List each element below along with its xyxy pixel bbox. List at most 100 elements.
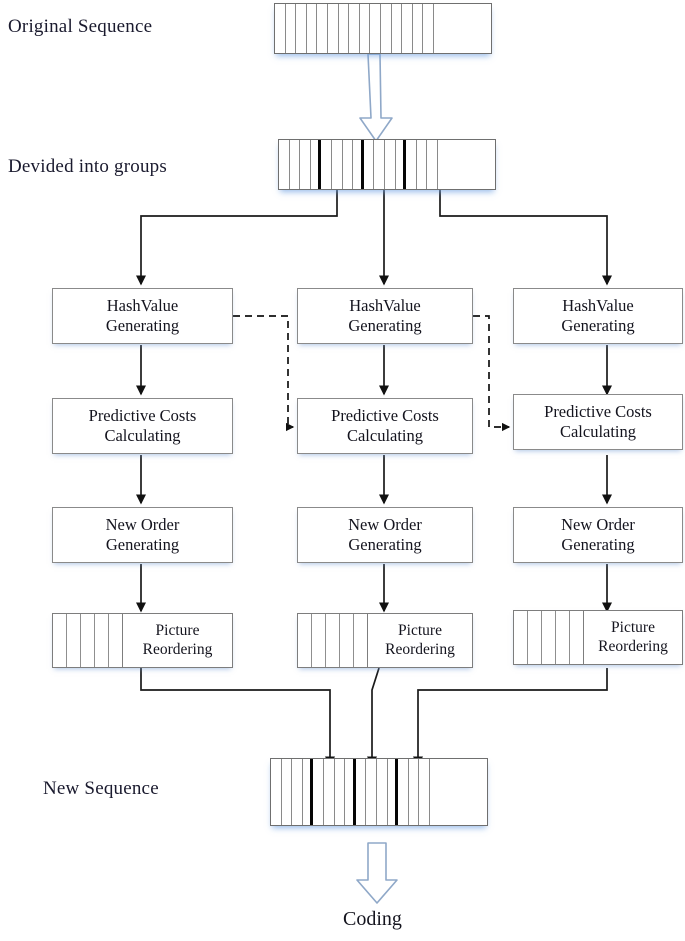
sequence-cell <box>406 140 417 189</box>
box-middle-hashvalue-line2: Generating <box>348 316 422 335</box>
box-middle-new-order-generating[interactable]: New Order Generating <box>297 507 473 563</box>
box-middle-picture-label: Picture Reordering <box>368 614 472 667</box>
label-devided-into-groups: Devided into groups <box>8 156 167 177</box>
sequence-cell <box>398 759 409 825</box>
sequence-cell <box>296 4 307 53</box>
fanout-groups-to-hashvalue <box>135 190 613 286</box>
box-left-picture-reordering[interactable]: Picture Reordering <box>52 613 233 668</box>
sequence-cell <box>413 4 424 53</box>
sequence-cell <box>345 759 356 825</box>
box-left-hashvalue-generating[interactable]: HashValue Generating <box>52 288 233 344</box>
sequence-cell <box>271 759 282 825</box>
box-left-predictive-line2: Calculating <box>104 426 181 445</box>
sequence-cell <box>423 4 434 53</box>
box-right-hashvalue-line1: HashValue <box>562 295 634 315</box>
box-right-hashvalue-generating[interactable]: HashValue Generating <box>513 288 683 344</box>
sequence-blank-tail <box>430 759 487 825</box>
sequence-cell <box>286 4 297 53</box>
original-sequence-bar <box>274 3 492 54</box>
box-right-predictive-costs-calculating[interactable]: Predictive Costs Calculating <box>513 394 683 450</box>
sequence-cell <box>311 140 322 189</box>
left-picture-strips <box>53 614 123 667</box>
box-right-new-order-generating[interactable]: New Order Generating <box>513 507 683 563</box>
sequence-cell <box>366 759 377 825</box>
sequence-cell <box>339 4 350 53</box>
new-sequence-bar <box>270 758 488 826</box>
box-middle-hashvalue-line1: HashValue <box>349 295 421 315</box>
block-arrow-newsequence-to-coding <box>356 842 398 904</box>
sequence-cell <box>303 759 314 825</box>
grouped-sequence-bar <box>278 139 496 190</box>
middle-picture-strips <box>298 614 368 667</box>
box-middle-picture-line1: Picture <box>398 621 442 639</box>
box-middle-neworder-line1: New Order <box>348 514 422 534</box>
fanin-picture-to-newsequence <box>140 667 608 767</box>
sequence-cell <box>409 759 420 825</box>
box-left-predictive-line1: Predictive Costs <box>88 405 197 425</box>
box-right-picture-reordering[interactable]: Picture Reordering <box>513 610 683 665</box>
dashed-link-middle-to-right <box>473 315 511 432</box>
sequence-cell <box>377 759 388 825</box>
label-new-sequence: New Sequence <box>43 778 159 799</box>
box-left-neworder-line1: New Order <box>105 514 180 534</box>
sequence-cell <box>417 140 428 189</box>
sequence-cell <box>282 759 293 825</box>
sequence-cell <box>360 4 371 53</box>
box-middle-neworder-line2: Generating <box>348 535 422 554</box>
sequence-cell <box>300 140 311 189</box>
box-left-predictive-costs-calculating[interactable]: Predictive Costs Calculating <box>52 398 233 454</box>
box-middle-picture-line2: Reordering <box>385 640 455 658</box>
sequence-cell <box>290 140 301 189</box>
sequence-cell <box>402 4 413 53</box>
box-right-picture-label: Picture Reordering <box>584 611 682 664</box>
sequence-cell <box>353 140 364 189</box>
sequence-cell <box>374 140 385 189</box>
box-left-picture-label: Picture Reordering <box>123 614 232 667</box>
sequence-cell <box>427 140 438 189</box>
sequence-cell <box>324 759 335 825</box>
sequence-cell <box>335 759 346 825</box>
label-original-sequence: Original Sequence <box>8 16 153 37</box>
box-middle-hashvalue-generating[interactable]: HashValue Generating <box>297 288 473 344</box>
box-right-predictive-line2: Calculating <box>559 422 637 441</box>
sequence-cell <box>292 759 303 825</box>
sequence-cell <box>356 759 367 825</box>
box-left-new-order-generating[interactable]: New Order Generating <box>52 507 233 563</box>
box-middle-predictive-line2: Calculating <box>346 426 424 445</box>
sequence-cell <box>392 4 403 53</box>
sequence-cell <box>364 140 375 189</box>
box-right-hashvalue-line2: Generating <box>561 316 635 335</box>
sequence-cell <box>381 4 392 53</box>
block-arrow-original-to-groups <box>359 53 393 142</box>
sequence-cell <box>275 4 286 53</box>
sequence-cell <box>343 140 354 189</box>
sequence-cell <box>317 4 328 53</box>
sequence-cell <box>349 4 360 53</box>
box-left-hashvalue-line1: HashValue <box>106 295 179 315</box>
sequence-cell <box>388 759 399 825</box>
box-middle-picture-reordering[interactable]: Picture Reordering <box>297 613 473 668</box>
box-middle-predictive-costs-calculating[interactable]: Predictive Costs Calculating <box>297 398 473 454</box>
sequence-cell <box>328 4 339 53</box>
box-left-hashvalue-line2: Generating <box>105 316 180 335</box>
sequence-cell <box>419 759 430 825</box>
box-right-neworder-line1: New Order <box>561 514 635 534</box>
label-coding: Coding <box>343 908 402 930</box>
sequence-cell <box>396 140 407 189</box>
sequence-blank-tail <box>434 4 491 53</box>
box-left-picture-line1: Picture <box>155 621 200 639</box>
sequence-blank-tail <box>438 140 495 189</box>
sequence-cell <box>332 140 343 189</box>
right-picture-strips <box>514 611 584 664</box>
box-left-picture-line2: Reordering <box>142 640 213 658</box>
box-right-picture-line2: Reordering <box>598 637 668 655</box>
sequence-cell <box>370 4 381 53</box>
box-left-neworder-line2: Generating <box>105 535 180 554</box>
box-middle-predictive-line1: Predictive Costs <box>331 405 439 425</box>
box-right-picture-line1: Picture <box>611 618 655 636</box>
sequence-cell <box>385 140 396 189</box>
sequence-cell <box>307 4 318 53</box>
sequence-cell <box>279 140 290 189</box>
